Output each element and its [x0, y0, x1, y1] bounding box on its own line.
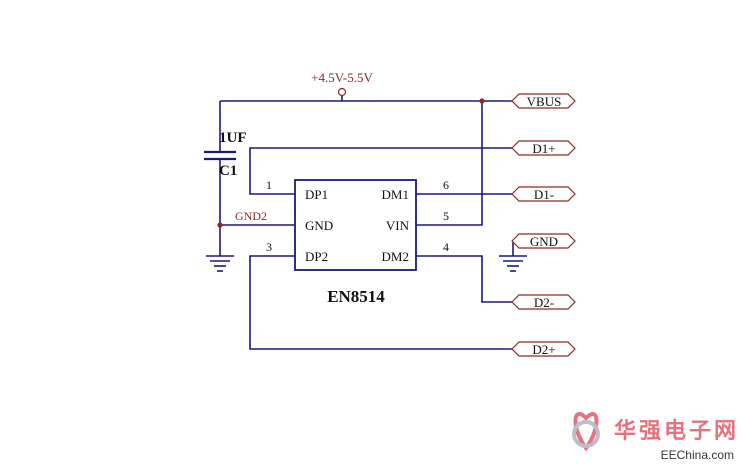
port-vbus: VBUS — [511, 93, 576, 109]
watermark: 华强电子网 EEChina.com — [572, 412, 739, 462]
port-label-gnd: GND — [530, 234, 558, 249]
pin-name-dm2: DM2 — [382, 249, 409, 264]
pin-name-dp2: DP2 — [305, 249, 328, 264]
capacitor-c1: 1UF C1 — [204, 130, 247, 179]
chip-body — [294, 179, 417, 271]
junction-dot-gnd2 — [217, 222, 223, 228]
pin-name-dp1: DP1 — [305, 187, 328, 202]
supply-terminal-icon — [337, 87, 347, 97]
pin-name-vin: VIN — [386, 218, 410, 233]
supply-label: +4.5V-5.5V — [311, 70, 373, 85]
capacitor-value: 1UF — [219, 130, 247, 146]
wire-d1plus — [249, 147, 512, 195]
port-label-d1-plus: D1+ — [532, 141, 555, 156]
chip-name: EN8514 — [327, 287, 385, 306]
wire-d2plus — [249, 255, 512, 350]
wire-gnd-port — [512, 240, 514, 256]
wires — [219, 100, 514, 350]
chip-en8514: EN8514 DP1 GND DP2 DM1 VIN DM2 1 3 6 5 4… — [235, 178, 449, 306]
watermark-logo-icon — [572, 412, 600, 452]
port-label-d2-minus: D2- — [534, 295, 554, 310]
ground-symbol-right-icon — [499, 255, 527, 272]
port-d1-plus: D1+ — [511, 140, 576, 156]
port-d1-minus: D1- — [511, 186, 576, 202]
wire-d2minus — [416, 255, 512, 303]
port-d2-plus: D2+ — [511, 341, 576, 357]
watermark-brand: 华强电子网 — [614, 418, 739, 443]
watermark-site: EEChina.com — [661, 448, 734, 462]
pin-number-5: 5 — [443, 209, 449, 223]
port-gnd: GND — [511, 233, 576, 249]
ground-symbol-left-icon — [206, 255, 234, 272]
port-label-d2-plus: D2+ — [532, 342, 555, 357]
pin-number-3: 3 — [266, 240, 272, 254]
capacitor-ref: C1 — [219, 163, 237, 179]
port-label-d1-minus: D1- — [534, 187, 554, 202]
junction-dot-vbus — [479, 98, 485, 104]
port-d2-minus: D2- — [511, 294, 576, 310]
wire-vin-loop — [416, 101, 483, 226]
pin-number-1: 1 — [266, 178, 272, 192]
net-label-gnd2: GND2 — [235, 209, 267, 223]
pin-name-dm1: DM1 — [382, 187, 409, 202]
pin-name-gnd: GND — [305, 218, 333, 233]
pin-number-6: 6 — [443, 178, 449, 192]
pin-number-4: 4 — [443, 240, 449, 254]
port-label-vbus: VBUS — [527, 94, 562, 109]
ports: VBUS D1+ D1- GND D2- D2+ — [511, 93, 576, 357]
